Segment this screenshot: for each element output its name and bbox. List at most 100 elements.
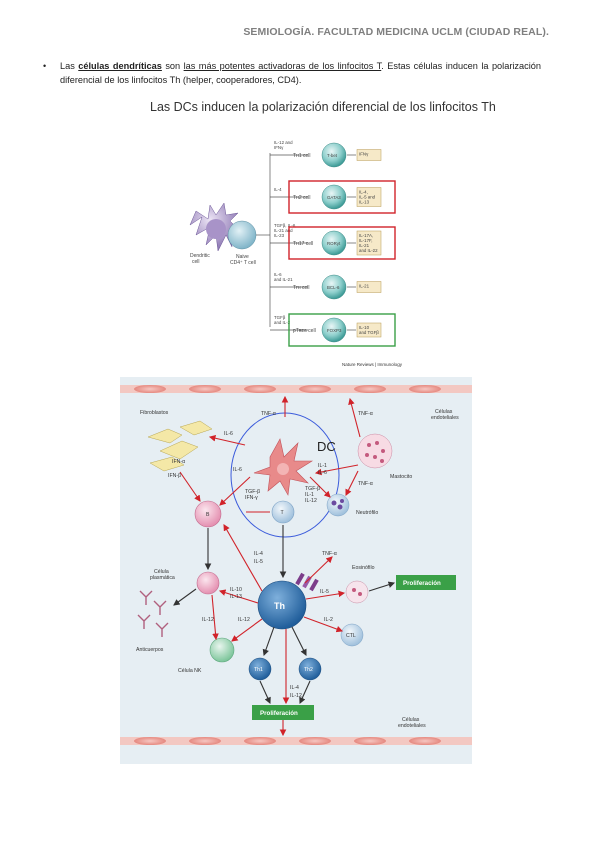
branch-signal: and IL-21 <box>274 277 293 282</box>
cytokine-output: IL-4, <box>359 190 368 195</box>
celula-nk-label: Célula NK <box>178 668 202 674</box>
branch-signal: TGFβ, IL-6, <box>274 223 297 228</box>
cytokine-label: IFN-β <box>168 473 181 479</box>
cytokine-label: TNF-α <box>261 411 276 417</box>
cytokine-output-box <box>356 149 382 161</box>
th-subset-cell-icon <box>321 317 347 343</box>
cytokine-output: IFNγ <box>359 152 369 157</box>
endothelium-top <box>120 385 472 393</box>
branch-signal: IL-4 <box>274 187 282 192</box>
cytokine-label: TNF-α <box>322 551 337 557</box>
transcription-factor: T-bet <box>327 153 338 158</box>
naive-label: Naive <box>236 254 249 260</box>
dc-label: DC <box>317 439 336 454</box>
cytokine-label: IL-6 <box>318 470 327 476</box>
dendritic-cell-icon <box>253 438 314 496</box>
th1-label: Th1 <box>254 667 263 673</box>
branch-signal: IL-23 <box>274 233 285 238</box>
antibody-icons <box>137 590 169 637</box>
b-cell-label: B <box>206 512 210 518</box>
plasma-cell-icon <box>196 571 220 595</box>
paragraph-mid: son <box>161 61 184 71</box>
figure1-title: Las DCs inducen la polarización diferenc… <box>150 100 496 114</box>
transcription-factor: FOXP3 <box>327 328 342 333</box>
th-cell-icon: Th <box>257 572 319 630</box>
cytokine-label: IL-13 <box>230 594 242 600</box>
naive-label-2: CD4⁺ T cell <box>230 260 256 266</box>
branch-signal: IL-6 <box>274 272 282 277</box>
celula-plasmatica-1: Célula <box>154 569 169 575</box>
endo-top-1: Células <box>435 409 453 415</box>
proliferacion-right-box: Proliferación <box>396 575 456 590</box>
t-cell-label: T <box>281 510 285 516</box>
branch-cell-label: Tʜ17 cell <box>293 241 313 247</box>
transcription-factor: RORγt <box>327 241 341 246</box>
endothelium-bottom <box>120 737 472 745</box>
cytokine-label: IL-10 <box>230 587 242 593</box>
figure2-diagram: DC T Fibroblastos Mastocito Células endo… <box>120 377 472 764</box>
proliferacion-bottom-box: Proliferación <box>252 705 314 720</box>
eosinofilo-icon <box>345 580 369 604</box>
transcription-factor: BCL-6 <box>327 285 340 290</box>
paragraph-emphasis: las más potentes activadoras de los linf… <box>183 61 382 71</box>
cytokine-label: IL-6 <box>224 431 233 437</box>
dendritic-label: Dendritic <box>190 253 210 259</box>
branch-highlight-box <box>288 313 396 347</box>
nk-cell-icon <box>209 637 235 663</box>
ctl-label: CTL <box>346 633 356 639</box>
cytokine-label: IL-12 <box>290 693 302 699</box>
cytokine-label: TNF-α <box>358 481 373 487</box>
cytokine-labels: TNF-α TNF-α IL-6 IFN-α IFN-β IL-6 IL-1 I… <box>168 411 373 699</box>
cytokine-label: TNF-α <box>358 411 373 417</box>
branch-cell-label: Tғʜ cell <box>293 285 310 291</box>
page-header: SEMIOLOGÍA. FACULTAD MEDICINA UCLM (CIUD… <box>243 26 549 38</box>
cytokine-label: TGF-β <box>245 489 260 495</box>
ctl-cell-icon: CTL <box>340 623 364 647</box>
branch-signal: TGFβ <box>274 315 286 320</box>
figure1-diagram: Dendritic cell Naive CD4⁺ T cell IL-12 a… <box>182 125 402 370</box>
cytokine-output: IL-21 <box>359 243 370 248</box>
cytokine-label: IL-12 <box>305 498 317 504</box>
endo-bottom-2: endoteliales <box>398 723 426 729</box>
t-cell-icon: T <box>271 500 295 524</box>
branch-signal: and IL-2 <box>274 320 291 325</box>
branch-highlight-box <box>288 226 396 260</box>
endo-top-2: endoteliales <box>431 415 459 421</box>
eosinofilo-label: Eosinófilo <box>352 565 375 571</box>
cytokine-label: TGF-β <box>305 486 320 492</box>
cytokine-output-box <box>356 322 382 338</box>
th-subset-cell-icon <box>321 184 347 210</box>
branch-cell-label: Tʜ2 cell <box>293 195 311 201</box>
cytokine-label: IL-5 <box>254 559 263 565</box>
th2-label: Th2 <box>304 667 313 673</box>
cytokine-output: IL-17A, <box>359 233 373 238</box>
bullet-dot: • <box>43 61 47 71</box>
cytokine-output: and IL-22 <box>359 248 378 253</box>
cytokine-output-box <box>356 187 382 207</box>
paragraph-prefix: Las <box>60 61 79 71</box>
neutrofilo-icon <box>326 493 350 517</box>
anticuerpos-label: Anticuerpos <box>136 647 164 653</box>
dendritic-label-2: cell <box>192 259 200 265</box>
bullet-paragraph: • Las células dendríticas son las más po… <box>43 59 541 87</box>
branch-cell-label: pTʀᴇɢ cell <box>293 328 316 334</box>
cytokine-output-box <box>356 230 382 256</box>
figure1-source: Nature Reviews | Immunology <box>342 362 402 367</box>
cytokine-label: IL-2 <box>324 617 333 623</box>
cytokine-label: IL-12 <box>238 617 250 623</box>
th-subset-cell-icon <box>321 142 347 168</box>
mastocito-icon <box>357 433 393 469</box>
endo-bottom-1: Células <box>402 717 420 723</box>
figure2-svg: DC T Fibroblastos Mastocito Células endo… <box>120 385 472 745</box>
cytokine-label: IL-4 <box>254 551 263 557</box>
cytokine-output: IL-10 <box>359 325 370 330</box>
th-subset-cell-icon <box>321 230 347 256</box>
cytokine-label: IL-12 <box>202 617 214 623</box>
th-subset-cell-icon <box>321 274 347 300</box>
branch-signal: IL-12 and <box>274 140 293 145</box>
figure1-svg: Dendritic cell Naive CD4⁺ T cell IL-12 a… <box>189 140 396 347</box>
cytokine-output: IL-17F, <box>359 238 372 243</box>
transcription-factor: GATA3 <box>327 195 341 200</box>
